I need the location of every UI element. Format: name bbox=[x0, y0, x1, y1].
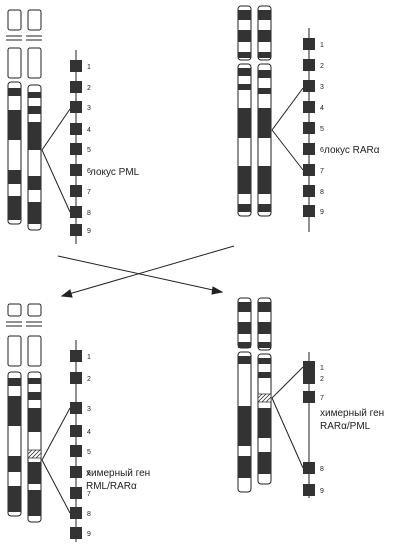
exon-box bbox=[303, 462, 315, 474]
breakpoint-connector bbox=[271, 87, 304, 131]
exon-box bbox=[70, 425, 82, 437]
exon-box bbox=[303, 59, 315, 71]
exon-box bbox=[70, 372, 82, 384]
exon-number: 3 bbox=[87, 406, 91, 413]
exon-box bbox=[303, 164, 315, 176]
bands-bottom-right bbox=[238, 302, 271, 478]
exon-box bbox=[303, 80, 315, 92]
exon-box bbox=[303, 101, 315, 113]
exon-number: 8 bbox=[87, 511, 91, 518]
exon-number: 1 bbox=[87, 64, 91, 71]
bands-bottom-left bbox=[8, 378, 41, 516]
bands-top-right bbox=[238, 10, 271, 212]
breakpoint-connector bbox=[41, 108, 71, 151]
arrowhead-left bbox=[60, 289, 73, 298]
exon-number: 9 bbox=[320, 488, 324, 495]
exon-number: 1 bbox=[320, 365, 324, 372]
exon-number: 7 bbox=[320, 395, 324, 402]
breakpoint-connector bbox=[41, 149, 71, 213]
exon-number: 2 bbox=[320, 376, 324, 383]
arrow-to-bottom-right bbox=[57, 255, 223, 293]
exon-number: 3 bbox=[87, 105, 91, 112]
exon-number: 2 bbox=[87, 85, 91, 92]
exon-box bbox=[303, 143, 315, 155]
exon-box bbox=[303, 372, 315, 384]
exon-box bbox=[70, 466, 82, 478]
exon-number: 7 bbox=[320, 168, 324, 175]
exon-box bbox=[70, 143, 82, 155]
arrowhead-right bbox=[211, 286, 224, 295]
label-chimeric-gene-2: химерный ген bbox=[320, 408, 384, 419]
exon-number: 6 bbox=[87, 168, 91, 175]
locus-top-left: 1 2 3 4 5 6 7 8 9 bbox=[41, 50, 91, 244]
exon-number: 6 bbox=[87, 470, 91, 477]
exon-box bbox=[70, 507, 82, 519]
exon-box bbox=[70, 164, 82, 176]
label-locus-rar: локус RARα bbox=[324, 145, 380, 156]
breakpoint-connector bbox=[271, 397, 304, 469]
exon-number: 9 bbox=[87, 531, 91, 538]
exon-number: 5 bbox=[87, 147, 91, 154]
exon-number: 5 bbox=[320, 126, 324, 133]
exon-number: 4 bbox=[87, 429, 91, 436]
bands-top-left bbox=[8, 88, 41, 224]
exon-number: 2 bbox=[320, 63, 324, 70]
label-chimeric-gene-2-name: RARα/PML bbox=[320, 421, 371, 432]
exon-number: 1 bbox=[87, 354, 91, 361]
exon-box bbox=[303, 122, 315, 134]
exon-box bbox=[70, 185, 82, 197]
label-chimeric-gene-1-name: RML/RARα bbox=[86, 481, 137, 492]
exon-box bbox=[70, 81, 82, 93]
breakpoint-connector bbox=[41, 407, 71, 461]
exon-number: 9 bbox=[87, 228, 91, 235]
breakpoint-connector bbox=[271, 366, 304, 399]
breakpoint-connector bbox=[41, 459, 71, 514]
exon-number: 8 bbox=[320, 466, 324, 473]
exon-box bbox=[303, 361, 315, 373]
exon-box bbox=[70, 350, 82, 362]
exon-box bbox=[70, 101, 82, 113]
exon-number: 9 bbox=[320, 209, 324, 216]
fusion-hatch-bottom-left bbox=[27, 449, 42, 459]
label-locus-pml: локус PML bbox=[90, 167, 140, 178]
exon-box bbox=[303, 391, 315, 403]
exon-box bbox=[70, 487, 82, 499]
exchange-arrows bbox=[57, 245, 235, 298]
exon-box bbox=[70, 527, 82, 539]
exon-box bbox=[70, 60, 82, 72]
arrow-to-bottom-left bbox=[61, 245, 235, 297]
breakpoint-connector bbox=[271, 129, 304, 171]
exon-box bbox=[303, 484, 315, 496]
exon-box bbox=[303, 185, 315, 197]
exon-box bbox=[303, 205, 315, 217]
exon-number: 5 bbox=[87, 449, 91, 456]
gene-loci: 1 2 3 4 5 6 7 8 9 1 2 3 4 5 6 7 8 9 1 2 3 4 5 6 7 8 9 1 2 7 8 9 bbox=[41, 28, 324, 542]
exon-box bbox=[70, 402, 82, 414]
locus-bottom-right: 1 2 7 8 9 bbox=[271, 352, 324, 498]
exon-number: 4 bbox=[87, 127, 91, 134]
exon-number: 8 bbox=[320, 189, 324, 196]
exon-box bbox=[70, 224, 82, 236]
exon-box bbox=[70, 445, 82, 457]
fusion-hatch-bottom-right bbox=[257, 393, 272, 403]
locus-bottom-left: 1 2 3 4 5 6 7 8 9 bbox=[41, 340, 91, 542]
exon-number: 8 bbox=[87, 210, 91, 217]
exon-number: 3 bbox=[320, 84, 324, 91]
exon-number: 6 bbox=[320, 147, 324, 154]
exon-number: 1 bbox=[320, 42, 324, 49]
locus-top-right: 1 2 3 4 5 6 7 8 9 bbox=[271, 28, 324, 232]
exon-number: 4 bbox=[320, 105, 324, 112]
exon-number: 2 bbox=[87, 376, 91, 383]
exon-number: 7 bbox=[87, 491, 91, 498]
exon-box bbox=[70, 206, 82, 218]
label-chimeric-gene-1: химерный ген bbox=[86, 468, 150, 479]
exon-box bbox=[303, 38, 315, 50]
exon-box bbox=[70, 123, 82, 135]
exon-number: 7 bbox=[87, 189, 91, 196]
